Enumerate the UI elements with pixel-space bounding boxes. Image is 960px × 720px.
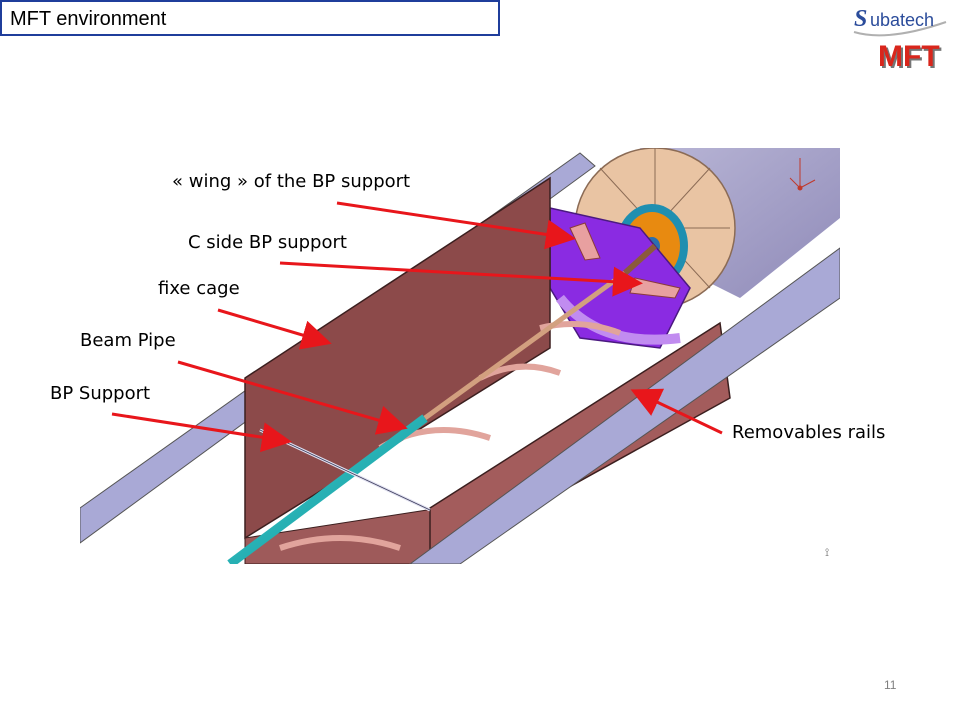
slide-title: MFT environment: [10, 8, 167, 30]
label-wing: « wing » of the BP support: [172, 171, 411, 192]
page-number: 11: [884, 678, 897, 692]
label-c-side: C side BP support: [188, 232, 347, 253]
svg-text:S: S: [854, 6, 867, 32]
svg-text:MFT: MFT: [878, 40, 940, 73]
label-bp-support: BP Support: [50, 383, 151, 404]
subatech-logo: S ubatech: [853, 6, 947, 37]
label-beam-pipe: Beam Pipe: [80, 330, 176, 351]
label-fixe-cage: fixe cage: [158, 278, 240, 299]
label-rails: Removables rails: [732, 422, 886, 443]
mft-logo: MFT MFT: [878, 40, 942, 74]
purple-arc: [556, 294, 681, 345]
title-box: MFT environment: [0, 0, 500, 36]
rail-front: [409, 247, 840, 564]
svg-text:ubatech: ubatech: [870, 10, 934, 30]
axis-indicator-icon: [789, 158, 816, 191]
cad-scene: ⟟: [80, 148, 840, 564]
svg-text:MFT: MFT: [880, 42, 942, 74]
wing-upper: [569, 222, 601, 261]
beam-pipe-cyan: [227, 414, 428, 564]
compass-glyph-icon: ⟟: [825, 547, 829, 559]
beam-pipe-tan: [423, 270, 627, 421]
